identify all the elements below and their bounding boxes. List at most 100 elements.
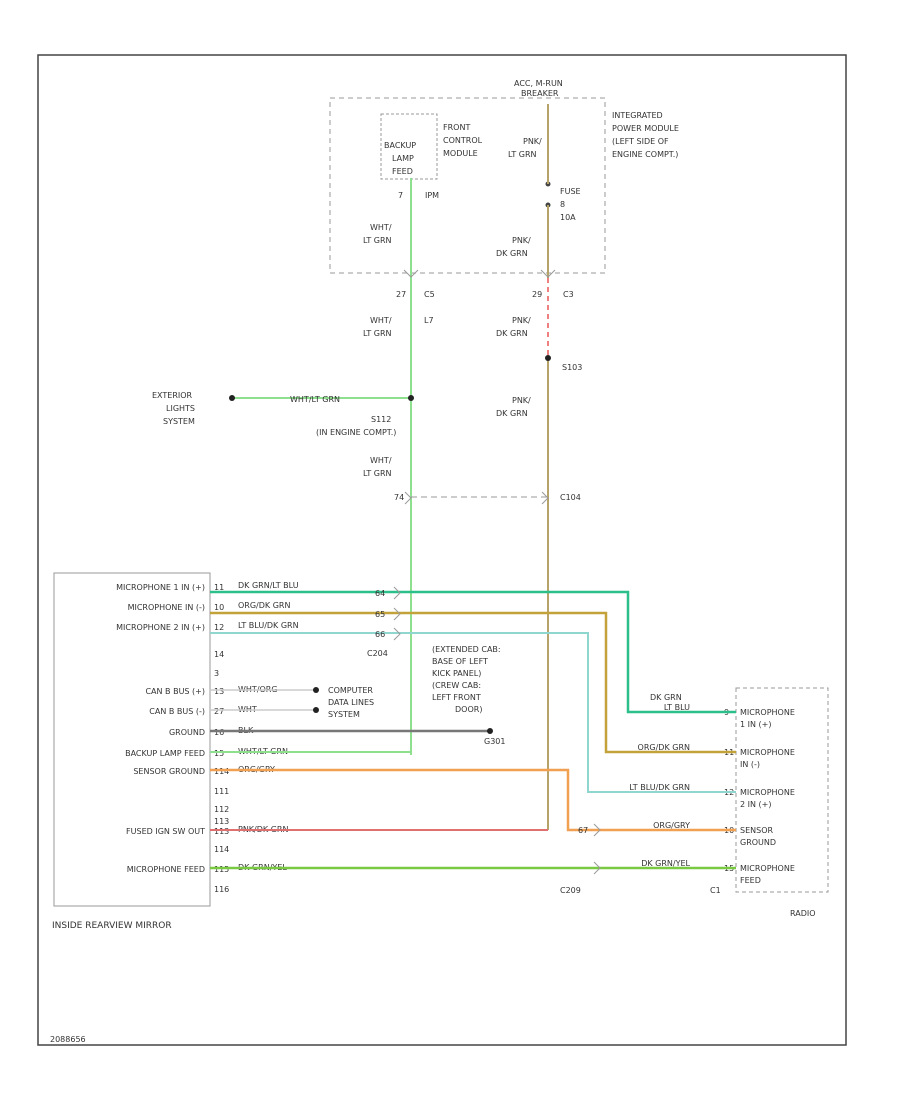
radio-wire-label: LT BLU/DK GRN bbox=[629, 783, 690, 792]
s112-splice bbox=[408, 395, 414, 401]
radio-wire-dk-grn: DK GRN bbox=[650, 693, 682, 702]
mirror-pin-label: CAN B BUS (-) bbox=[149, 707, 205, 716]
c204-pin-a bbox=[393, 586, 401, 600]
radio-box bbox=[735, 687, 829, 893]
c3-pin: 29 bbox=[532, 290, 542, 299]
radio-wire-label: ORG/DK GRN bbox=[638, 743, 690, 752]
c3-connector bbox=[540, 269, 556, 278]
wire-org-gry bbox=[210, 768, 736, 832]
c104-terminal-right bbox=[541, 491, 549, 505]
mirror-pin-label: MICROPHONE IN (-) bbox=[128, 603, 205, 612]
radio-wire-label: DK GRN/YEL bbox=[641, 859, 690, 868]
radio-pin-label-2: IN (-) bbox=[740, 760, 760, 769]
g301-label: G301 bbox=[484, 737, 505, 746]
radio-pin-label-2: 2 IN (+) bbox=[740, 800, 771, 809]
radio-title: RADIO bbox=[790, 909, 816, 918]
wire-wht-lt-grn-1: WHT/LT GRN bbox=[363, 223, 392, 245]
radio-pin-label-2: 1 IN (+) bbox=[740, 720, 771, 729]
mirror-wire-label: ORG/DK GRN bbox=[238, 601, 290, 610]
exterior-lights-terminal bbox=[229, 395, 235, 401]
integrated-power-module-box bbox=[329, 97, 606, 274]
radio-connector-label: C1 bbox=[710, 886, 721, 895]
mirror-pin-number: 112 bbox=[214, 805, 229, 814]
mirror-pin-label: MICROPHONE FEED bbox=[127, 865, 205, 874]
c5-pin: 27 bbox=[396, 290, 406, 299]
wire-wht-lt-grn-ext: WHT/LT GRN bbox=[290, 395, 340, 404]
mirror-pin-label: FUSED IGN SW OUT bbox=[126, 827, 205, 836]
inside-rearview-mirror-box bbox=[53, 572, 211, 907]
s103-label: S103 bbox=[562, 363, 582, 372]
c104-label: C104 bbox=[560, 493, 581, 502]
mirror-pin-number: 116 bbox=[214, 885, 229, 894]
mirror-pin-number: 13 bbox=[214, 687, 224, 696]
wire-pnk-lt-grn: PNK/LT GRN bbox=[508, 137, 542, 159]
s112-label: S112(IN ENGINE COMPT.) bbox=[316, 415, 396, 437]
c204-pin-2: 65 bbox=[375, 610, 385, 619]
mirror-pin-label: MICROPHONE 2 IN (+) bbox=[116, 623, 205, 632]
mirror-pin-number: 113 bbox=[214, 817, 229, 826]
mirror-pin-number: 3 bbox=[214, 669, 219, 678]
s103-splice bbox=[545, 355, 551, 361]
wire-dk-grn-lt-blu bbox=[210, 590, 736, 714]
can-b-plus-terminal bbox=[313, 687, 319, 693]
wire-pnk-dk-grn-1: PNK/DK GRN bbox=[496, 236, 531, 258]
l7-label: L7 bbox=[424, 316, 434, 325]
radio-pin-label: MICROPHONE bbox=[740, 788, 795, 797]
wire-wht-lt-grn-2: WHT/LT GRN bbox=[363, 316, 392, 338]
mirror-pin-label: GROUND bbox=[169, 728, 205, 737]
mirror-pin-label: MICROPHONE 1 IN (+) bbox=[116, 583, 205, 592]
relay-pin-ipm: IPM bbox=[425, 191, 439, 200]
c104-terminal-left bbox=[404, 491, 412, 505]
radio-pin-label: MICROPHONE bbox=[740, 748, 795, 757]
mirror-pin-number: 115 bbox=[214, 865, 229, 874]
radio-pin-label: SENSOR bbox=[740, 826, 773, 835]
can-b-minus-terminal bbox=[313, 707, 319, 713]
radio-pin-label-2: GROUND bbox=[740, 838, 776, 847]
radio-pin-label: MICROPHONE bbox=[740, 708, 795, 717]
mirror-title: INSIDE REARVIEW MIRROR bbox=[52, 921, 172, 931]
mirror-pin-number: 10 bbox=[214, 603, 224, 612]
wire-pnk-dk-grn-2: PNK/DK GRN bbox=[496, 316, 531, 338]
c204-pin-b bbox=[393, 607, 401, 621]
radio-wire-label: LT BLU bbox=[664, 703, 690, 712]
relay-pin: 7 bbox=[398, 191, 403, 200]
mirror-pin-number: 14 bbox=[214, 650, 224, 659]
c209-pin-b bbox=[593, 861, 601, 875]
mirror-pin-label: CAN B BUS (+) bbox=[145, 687, 205, 696]
c204-pin-c bbox=[393, 627, 401, 641]
mirror-pin-number: 16 bbox=[214, 728, 224, 737]
mirror-pin-number: 113 bbox=[214, 827, 229, 836]
mirror-pin-number: 114 bbox=[214, 767, 229, 776]
radio-pin-label-2: FEED bbox=[740, 876, 761, 885]
mirror-wire-label: DK GRN/LT BLU bbox=[238, 581, 299, 590]
c204-pin-3: 66 bbox=[375, 630, 385, 639]
mirror-pin-number: 27 bbox=[214, 707, 224, 716]
backup-lamp-relay-box bbox=[380, 113, 438, 180]
c209-pin bbox=[593, 823, 601, 837]
wire-wht-lt-grn-3: WHT/LT GRN bbox=[363, 456, 392, 478]
g301-ground-terminal bbox=[487, 728, 493, 734]
footer-id: 2088656 bbox=[50, 1035, 86, 1044]
c5-label: C5 bbox=[424, 290, 435, 299]
c5-connector bbox=[403, 269, 419, 278]
c209-pin-label: 67 bbox=[578, 826, 588, 835]
diagram-frame bbox=[37, 54, 847, 1046]
mirror-pin-number: 12 bbox=[214, 623, 224, 632]
c3-label: C3 bbox=[563, 290, 574, 299]
radio-pin-label: MICROPHONE bbox=[740, 864, 795, 873]
mirror-pin-number: 114 bbox=[214, 845, 229, 854]
c104-pin: 74 bbox=[394, 493, 404, 502]
radio-wire-label: ORG/GRY bbox=[653, 821, 690, 830]
c209-label: C209 bbox=[560, 886, 581, 895]
c204-label: C204 bbox=[367, 649, 388, 658]
